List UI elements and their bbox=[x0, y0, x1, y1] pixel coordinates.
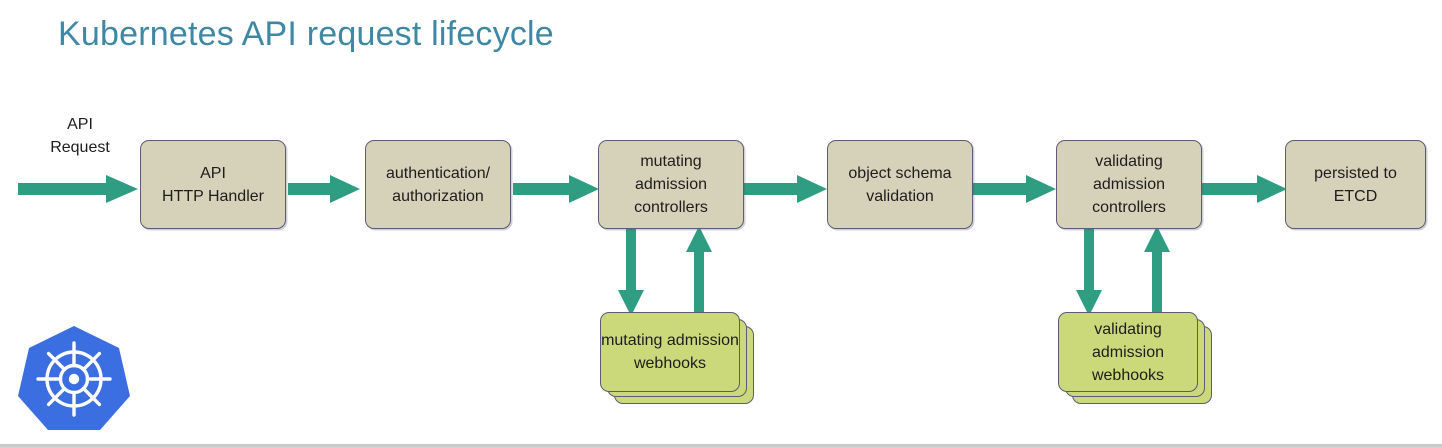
page-title: Kubernetes API request lifecycle bbox=[58, 15, 554, 53]
card-line: mutating bbox=[601, 332, 663, 349]
box-line: object schema bbox=[848, 164, 952, 182]
card-line: webhooks bbox=[1091, 366, 1165, 384]
process-box-object-schema-validation[interactable]: object schema validation bbox=[827, 140, 973, 229]
api-request-label-line-1: API bbox=[67, 116, 93, 133]
box-line: controllers bbox=[1092, 199, 1166, 216]
box-line: ETCD bbox=[1333, 187, 1378, 205]
process-box-api-http-handler[interactable]: API HTTP Handler bbox=[140, 140, 286, 229]
kubernetes-logo bbox=[18, 322, 130, 434]
box-line: HTTP Handler bbox=[162, 187, 264, 205]
arrow-validating-controllers-to-etcd bbox=[1201, 173, 1287, 205]
box-line: admission bbox=[1092, 176, 1166, 193]
card-line: validating bbox=[1094, 320, 1162, 338]
arrow-validating-controllers-down-to-webhooks bbox=[1076, 226, 1102, 316]
process-box-persisted-to-etcd[interactable]: persisted to ETCD bbox=[1285, 140, 1426, 229]
box-line: authentication/ bbox=[385, 164, 491, 182]
arrow-entry-to-api-http-handler bbox=[18, 173, 138, 205]
process-box-mutating-admission-controllers[interactable]: mutating admission controllers bbox=[598, 140, 744, 229]
card-line: admission bbox=[666, 332, 739, 349]
box-line: mutating bbox=[640, 153, 702, 170]
box-line: API bbox=[200, 164, 226, 182]
api-request-label-line-2: Request bbox=[50, 139, 110, 156]
webhook-stack-validating-admission-webhooks[interactable]: validating admission webhooks bbox=[1058, 312, 1218, 412]
card-line: webhooks bbox=[633, 355, 707, 372]
box-line: authorization bbox=[392, 187, 484, 205]
arrow-authn-to-mutating-controllers bbox=[513, 173, 599, 205]
stack-card-front-validating-admission-webhooks[interactable]: validating admission webhooks bbox=[1058, 312, 1198, 392]
stack-card-front-mutating-admission-webhooks[interactable]: mutating admission webhooks bbox=[600, 312, 740, 392]
process-box-authn-authz[interactable]: authentication/ authorization bbox=[365, 140, 511, 229]
box-line: admission bbox=[634, 176, 708, 193]
arrow-schema-validation-to-validating-controllers bbox=[972, 173, 1056, 205]
arrow-mutating-webhooks-up-to-controllers bbox=[686, 226, 712, 316]
api-request-label: API Request bbox=[28, 113, 132, 159]
arrow-handler-to-authn bbox=[288, 173, 360, 205]
webhook-stack-mutating-admission-webhooks[interactable]: mutating admission webhooks bbox=[600, 312, 760, 412]
slide-bottom-rule bbox=[0, 444, 1442, 447]
box-line: controllers bbox=[634, 199, 708, 216]
arrow-mutating-controllers-down-to-webhooks bbox=[618, 226, 644, 316]
box-line: persisted to bbox=[1314, 164, 1397, 182]
arrow-validating-webhooks-up-to-controllers bbox=[1144, 226, 1170, 316]
arrow-mutating-controllers-to-schema-validation bbox=[743, 173, 827, 205]
card-line: admission bbox=[1091, 343, 1165, 361]
box-line: validation bbox=[866, 187, 934, 205]
process-box-validating-admission-controllers[interactable]: validating admission controllers bbox=[1056, 140, 1202, 229]
box-line: validating bbox=[1095, 153, 1163, 170]
